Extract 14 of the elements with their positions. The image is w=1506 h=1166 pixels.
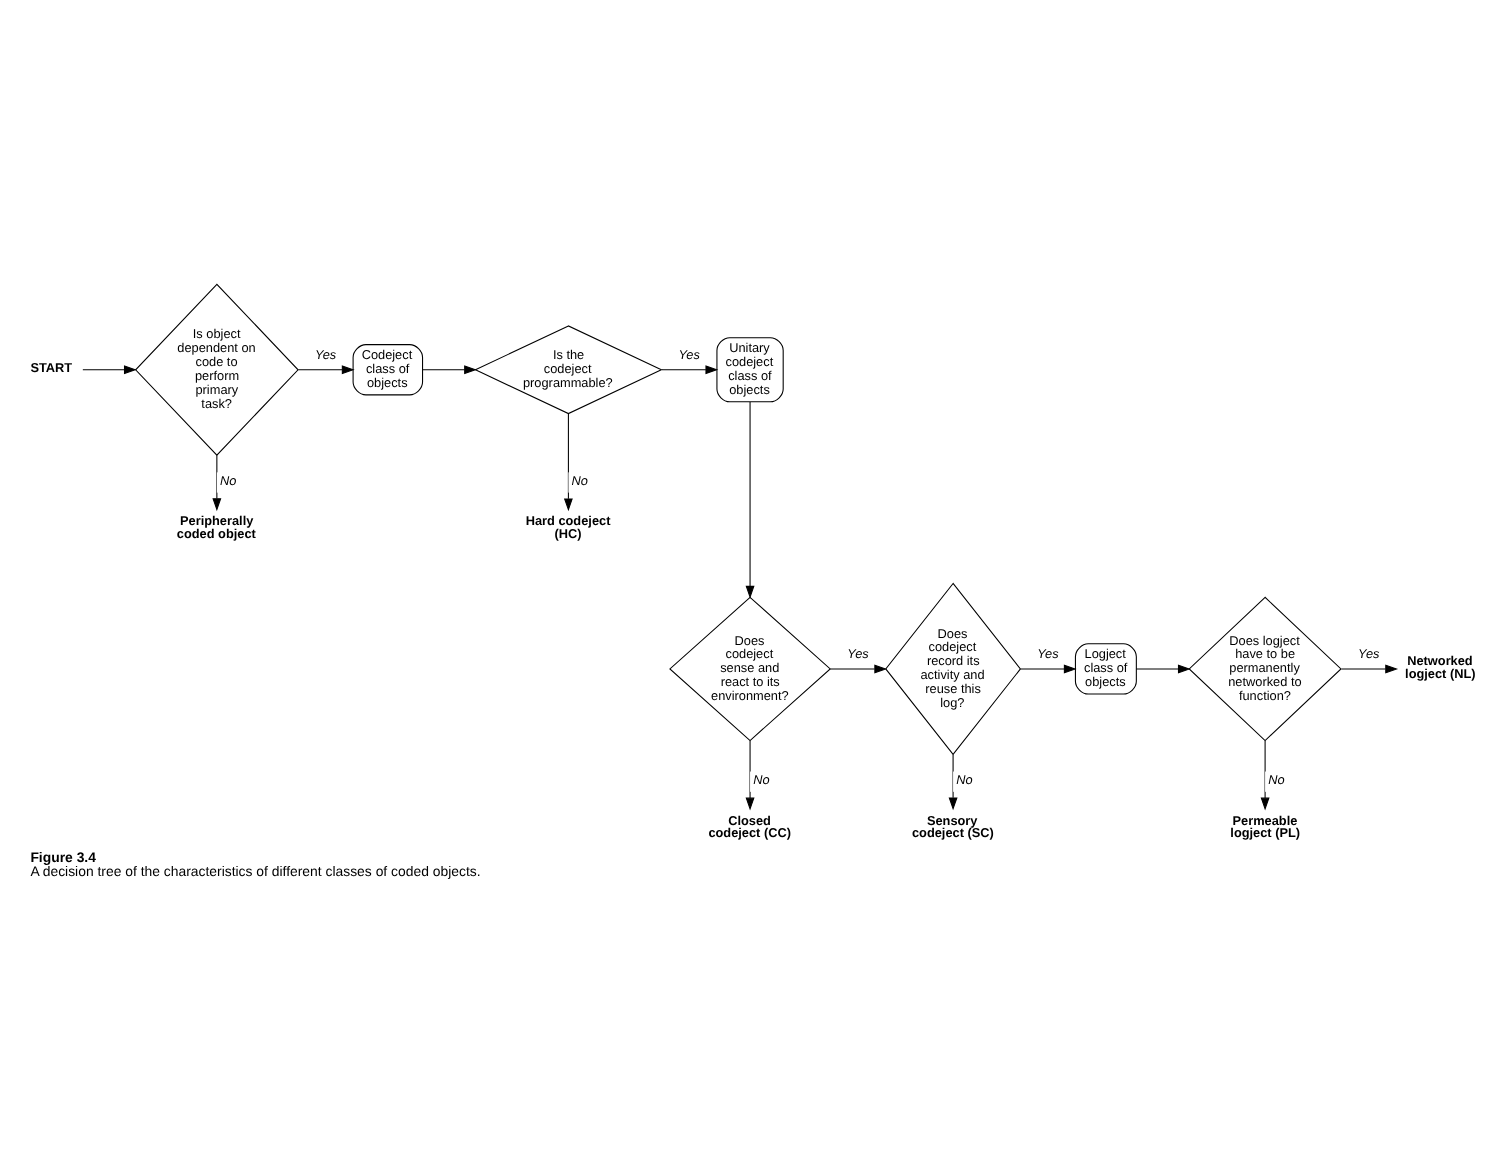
- arrow: [297, 364, 355, 374]
- arrow: [82, 364, 137, 374]
- arrow: [745, 739, 755, 810]
- arrow: [829, 663, 888, 673]
- arrow: [1260, 739, 1270, 810]
- arrow: [212, 453, 222, 511]
- arrow: [1020, 663, 1077, 673]
- arrow: [1135, 663, 1191, 673]
- arrow: [422, 364, 477, 374]
- arrow: [563, 412, 573, 511]
- arrow: [1340, 663, 1399, 673]
- arrow: [745, 400, 755, 598]
- arrow: [661, 364, 719, 374]
- arrow: [948, 753, 958, 810]
